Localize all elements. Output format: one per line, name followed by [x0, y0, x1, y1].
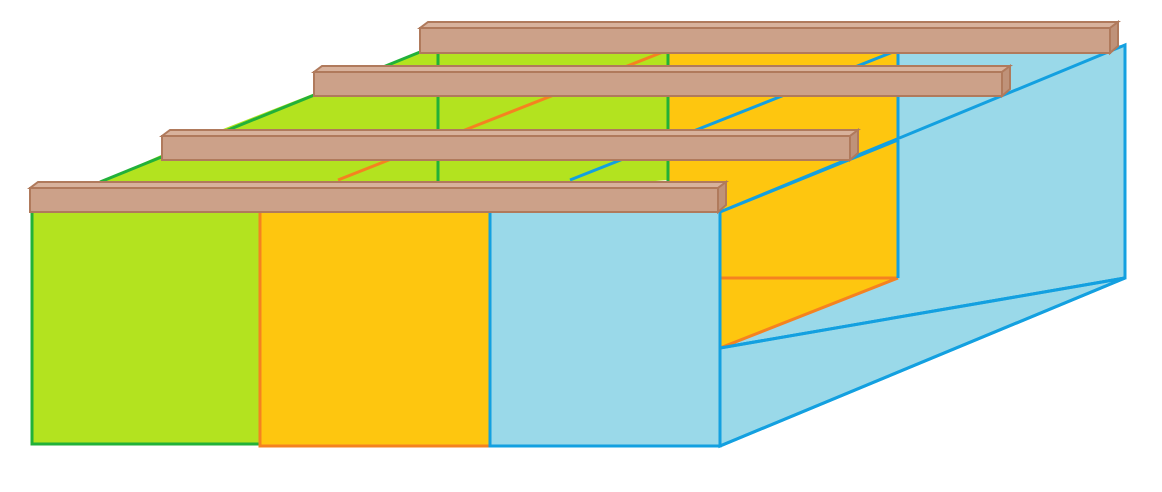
- yellow-inner-diag-front: [719, 276, 899, 350]
- blue-bottom-diag: [719, 276, 1126, 448]
- second-beam: [311, 64, 1013, 99]
- front-beam: [27, 180, 729, 215]
- yellow-front-face: [258, 206, 492, 448]
- blue-floor-diag: [719, 276, 1126, 350]
- back-beam: [417, 20, 1121, 56]
- green-front-face: [30, 206, 262, 446]
- blue-front-face: [488, 206, 722, 448]
- blue-rim-diag: [719, 138, 899, 214]
- third-beam: [159, 128, 861, 163]
- yellow-inner-visible: [720, 140, 898, 348]
